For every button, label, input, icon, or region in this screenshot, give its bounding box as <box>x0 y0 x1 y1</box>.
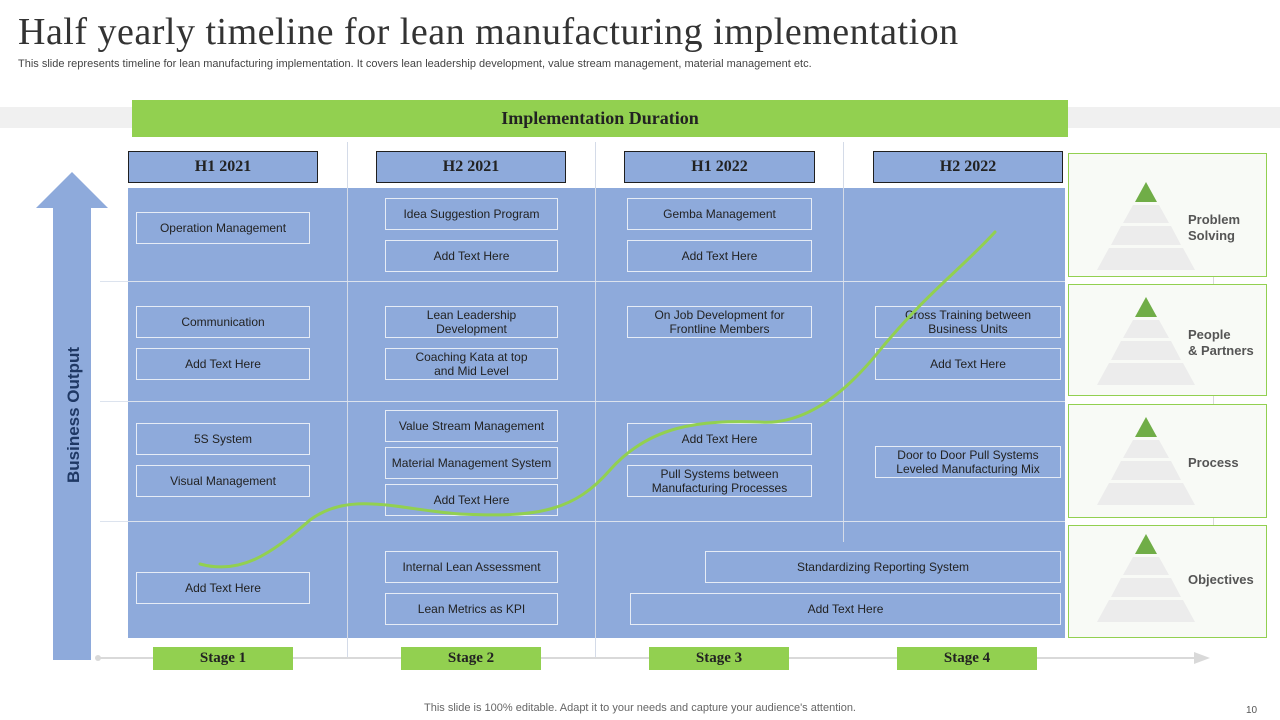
footer-note: This slide is 100% editable. Adapt it to… <box>424 702 856 714</box>
cell-add-text: Add Text Here <box>875 348 1061 380</box>
cell-add-text: Add Text Here <box>630 593 1061 625</box>
business-output-arrow <box>36 172 108 660</box>
cell-add-text: Add Text Here <box>385 240 558 272</box>
column-divider <box>347 142 348 658</box>
cell-internal-lean-assessment: Internal Lean Assessment <box>385 551 558 583</box>
side-label: Objectives <box>1188 572 1254 587</box>
cell-value-stream-management: Value Stream Management <box>385 410 558 442</box>
cell-visual-management: Visual Management <box>136 465 310 497</box>
period-header-h1-2022: H1 2022 <box>624 151 815 183</box>
cell-material-management-system: Material Management System <box>385 447 558 479</box>
page-title: Half yearly timeline for lean manufactur… <box>18 11 959 53</box>
cell-gemba-management: Gemba Management <box>627 198 812 230</box>
stage-1-label: Stage 1 <box>153 647 293 670</box>
column-divider <box>843 142 844 542</box>
cell-add-text: Add Text Here <box>136 572 310 604</box>
implementation-duration-bar: Implementation Duration <box>132 100 1068 137</box>
page-number: 10 <box>1246 705 1258 716</box>
cell-door-to-door-pull-systems: Door to Door Pull Systems Leveled Manufa… <box>875 446 1061 478</box>
side-label: Process <box>1188 455 1239 470</box>
cell-5s-system: 5S System <box>136 423 310 455</box>
side-panel-process: Process <box>1068 404 1267 518</box>
cell-standardizing-reporting-system: Standardizing Reporting System <box>705 551 1061 583</box>
pyramid-icon <box>1097 182 1195 270</box>
page-subtitle: This slide represents timeline for lean … <box>18 58 812 70</box>
side-panel-people-partners: People & Partners <box>1068 284 1267 396</box>
row-divider <box>100 281 1065 282</box>
pyramid-icon <box>1097 534 1195 622</box>
stage-4-label: Stage 4 <box>897 647 1037 670</box>
pyramid-icon <box>1097 417 1195 505</box>
cell-operation-management: Operation Management <box>136 212 310 244</box>
cell-add-text: Add Text Here <box>385 484 558 516</box>
cell-cross-training: Cross Training between Business Units <box>875 306 1061 338</box>
cell-lean-metrics-kpi: Lean Metrics as KPI <box>385 593 558 625</box>
side-panel-objectives: Objectives <box>1068 525 1267 638</box>
stage-3-label: Stage 3 <box>649 647 789 670</box>
side-panel-problem-solving: Problem Solving <box>1068 153 1267 277</box>
cell-add-text: Add Text Here <box>627 240 812 272</box>
side-label: People & Partners <box>1188 327 1254 358</box>
period-header-h2-2021: H2 2021 <box>376 151 566 183</box>
row-divider <box>100 521 1065 522</box>
cell-communication: Communication <box>136 306 310 338</box>
y-axis-label: Business Output <box>64 346 83 484</box>
side-label: Problem Solving <box>1188 212 1241 243</box>
row-divider <box>100 401 1065 402</box>
up-arrow-icon <box>36 172 108 660</box>
cell-add-text: Add Text Here <box>136 348 310 380</box>
cell-pull-systems: Pull Systems between Manufacturing Proce… <box>627 465 812 497</box>
period-header-h1-2021: H1 2021 <box>128 151 318 183</box>
pyramid-icon <box>1097 297 1195 385</box>
right-arrow-icon <box>1194 652 1210 664</box>
cell-coaching-kata: Coaching Kata at top and Mid Level <box>385 348 558 380</box>
cell-add-text: Add Text Here <box>627 423 812 455</box>
stage-2-label: Stage 2 <box>401 647 541 670</box>
cell-on-job-development: On Job Development for Frontline Members <box>627 306 812 338</box>
cell-lean-leadership-development: Lean Leadership Development <box>385 306 558 338</box>
side-connector <box>1213 276 1214 528</box>
column-divider <box>595 142 596 658</box>
cell-idea-suggestion-program: Idea Suggestion Program <box>385 198 558 230</box>
period-header-h2-2022: H2 2022 <box>873 151 1063 183</box>
